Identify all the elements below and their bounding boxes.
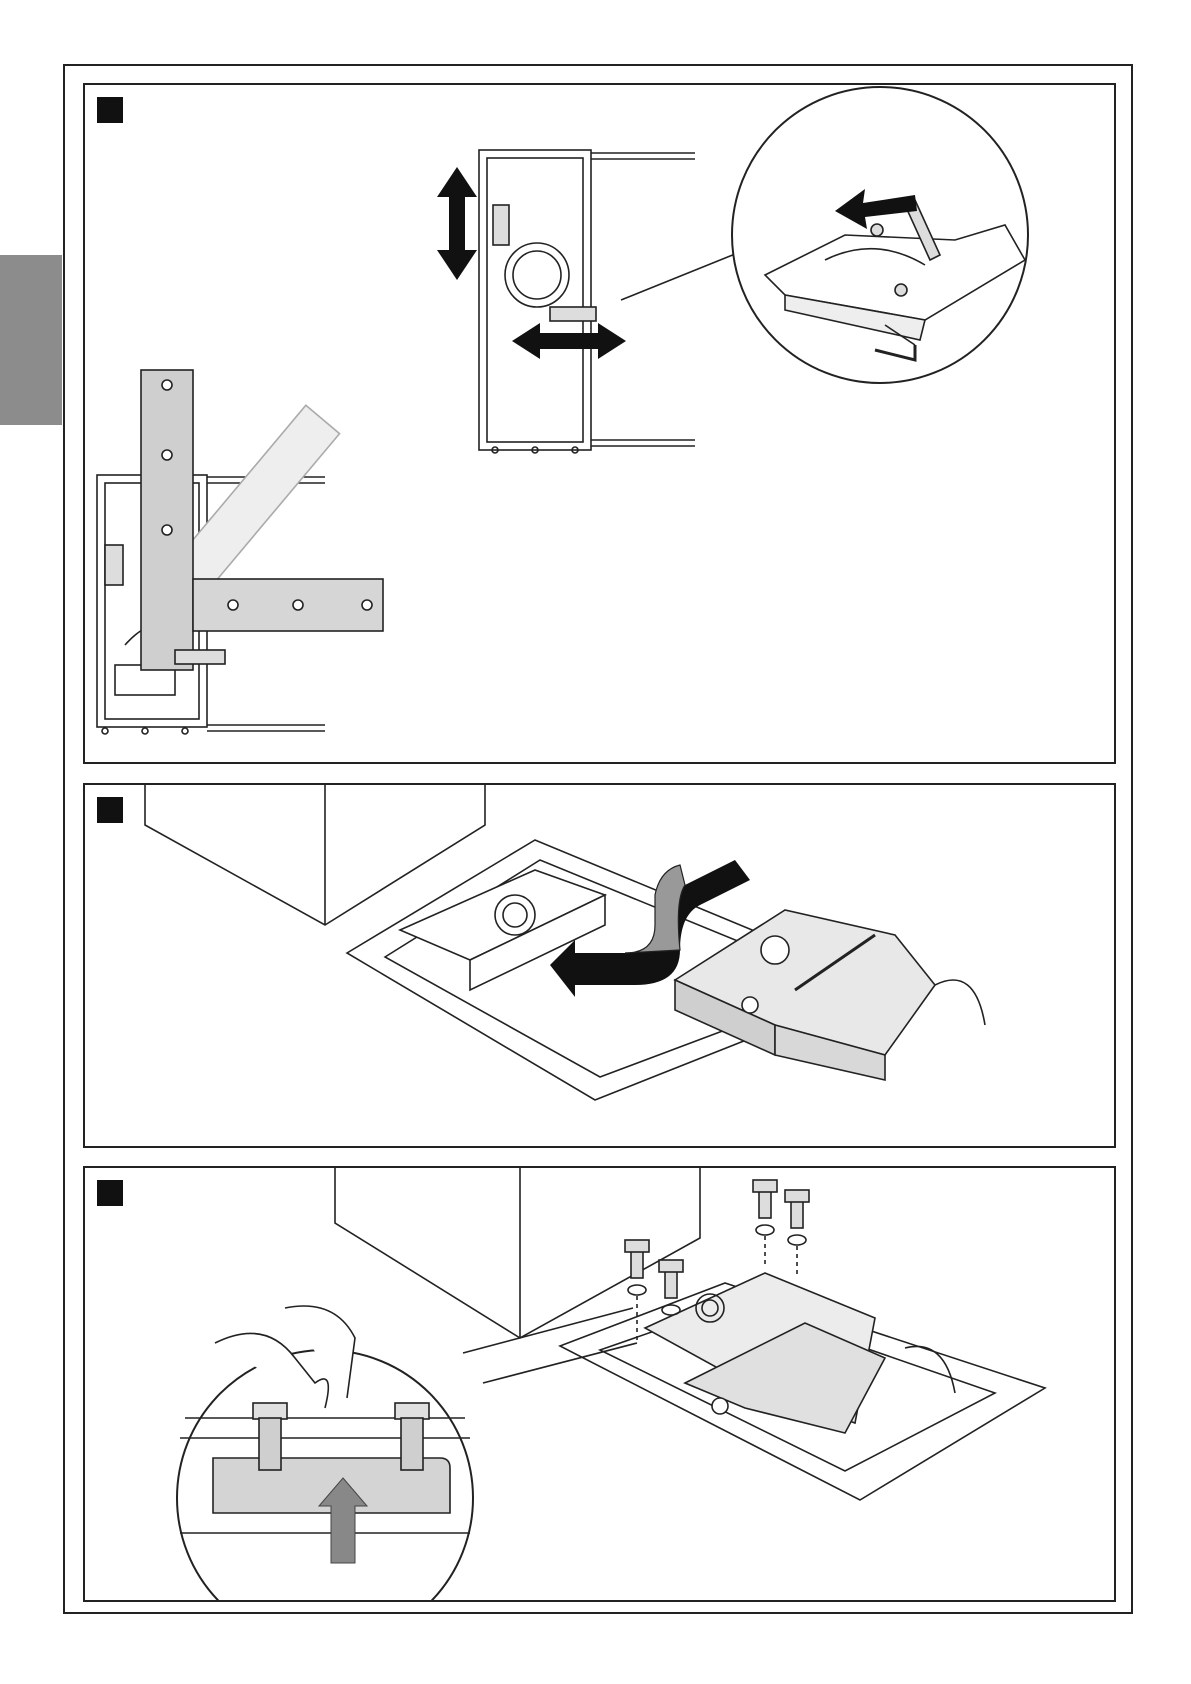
figure-panel-bolt-fixing [83, 1166, 1116, 1602]
gearmotor-insertion-illustration [85, 785, 1116, 1148]
bracket-adjustment-illustration [85, 85, 1116, 764]
section-tab [0, 255, 62, 425]
figure-panel-gearmotor-insertion [83, 783, 1116, 1148]
figure-panel-bracket-adjustment [83, 83, 1116, 764]
bolt-fixing-illustration [85, 1168, 1116, 1602]
